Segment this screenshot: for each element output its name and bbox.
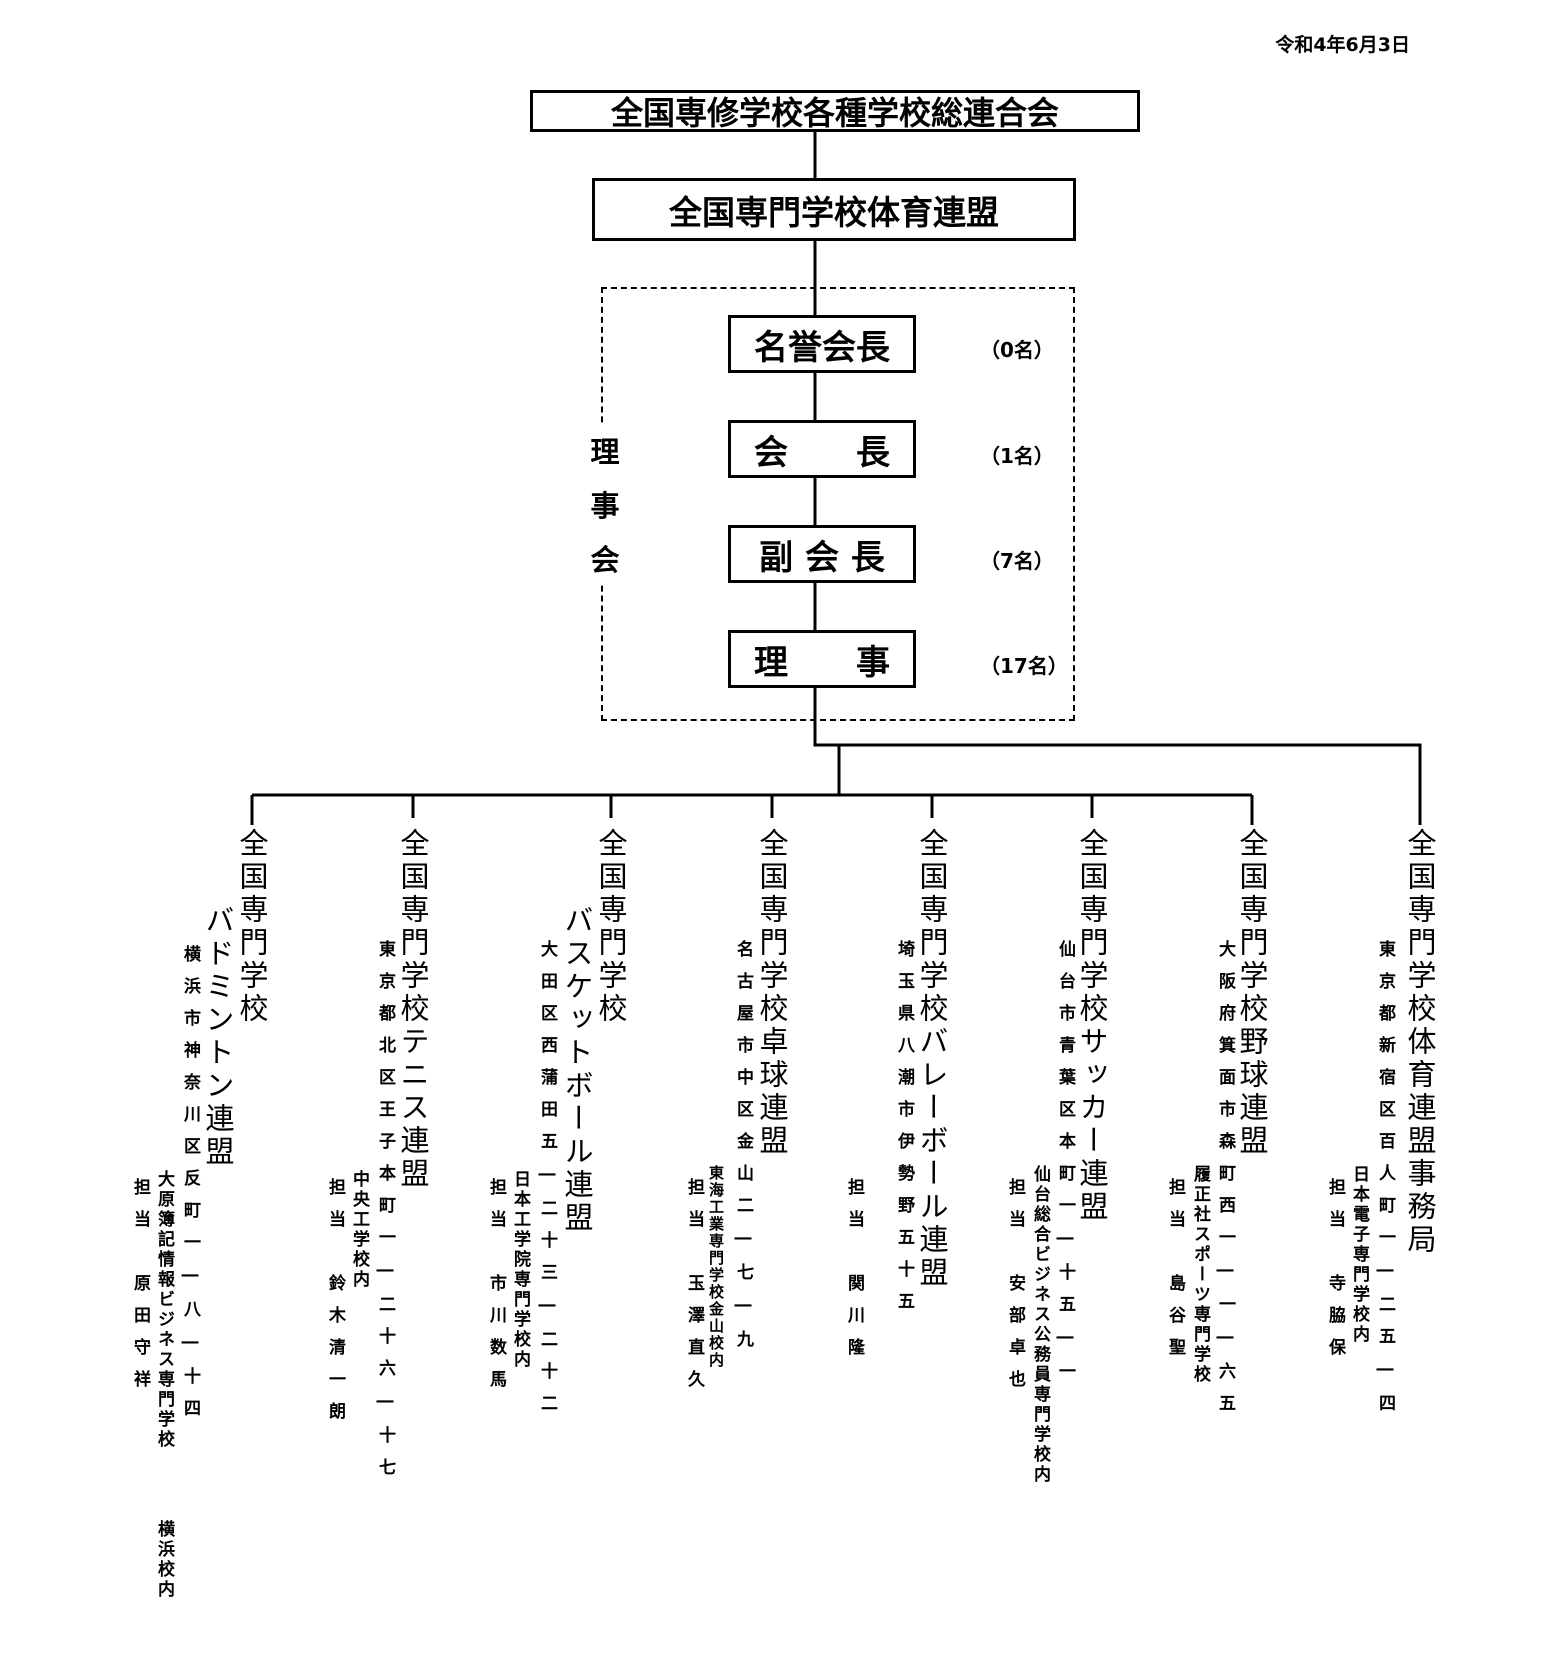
connector-to-office (813, 688, 1422, 825)
league-name: 全国専門学校バレーボール連盟 (915, 828, 949, 1290)
league-name: 全国専門学校 (594, 828, 628, 1026)
league-address: 仙台市青葉区本町一―十五―一 (1055, 940, 1075, 1394)
league-address: 名古屋市中区金山二―七―九 (733, 940, 753, 1362)
role-title: 副 会 長 (759, 537, 885, 578)
league-contact: 担当 市川数馬 (486, 1178, 506, 1402)
league-contact: 担当 島谷聖 (1165, 1178, 1185, 1370)
league-school: 仙台総合ビジネス公務員専門学校内 (1030, 1165, 1050, 1485)
league-name: 全国専門学校卓球連盟 (755, 828, 789, 1158)
league-name: 全国専門学校テニス連盟 (396, 828, 430, 1191)
league-address: 大田区西蒲田五―二十三―二十二 (537, 940, 557, 1426)
league-name: バスケットボール連盟 (560, 905, 594, 1235)
document-date: 令和4年6月3日 (1275, 34, 1410, 56)
league-address: 大阪府箕面市森町西一―一―六五 (1215, 940, 1235, 1426)
league-name: 全国専門学校サッカー連盟 (1075, 828, 1109, 1224)
top-org-box: 全国専修学校各種学校総連合会 (530, 90, 1140, 132)
league-contact: 担当 安部卓也 (1005, 1178, 1025, 1402)
league-school: 日本電子専門学校内 (1349, 1165, 1369, 1345)
league-address: 横浜市神奈川区反町一―八―十四 (180, 945, 200, 1431)
role-box-president: 会 長 (728, 420, 916, 478)
role-title: 理 事 (754, 642, 890, 683)
role-count: （17名） (980, 654, 1068, 678)
role-title: 会 長 (754, 432, 890, 473)
league-contact: 担当 関川隆 (844, 1178, 864, 1370)
league-school: 履正社スポーツ専門学校 (1190, 1165, 1210, 1385)
role-count: （1名） (980, 444, 1054, 468)
role-box-vice-president: 副 会 長 (728, 525, 916, 583)
top-org-name: 全国専修学校各種学校総連合会 (610, 94, 1059, 132)
league-school: 中央工学校内 (349, 1170, 369, 1290)
league-contact: 担当 玉澤直久 (684, 1178, 704, 1402)
federation-box: 全国専門学校体育連盟 (592, 178, 1076, 241)
league-contact: 担当 鈴木清一朗 (325, 1178, 345, 1434)
league-address: 東京都北区王子本町一―二十六―十七 (375, 940, 395, 1490)
league-contact: 担当 寺脇保 (1325, 1178, 1345, 1370)
league-name: 全国専門学校 (235, 828, 269, 1026)
role-count: （0名） (980, 338, 1054, 362)
league-school: 東海工業専門学校金山校内 (707, 1165, 725, 1369)
league-school: 大原簿記情報ビジネス専門学校 (154, 1170, 174, 1450)
council-label: 理事会 (580, 425, 630, 585)
league-name: 全国専門学校野球連盟 (1235, 828, 1269, 1158)
federation-name: 全国専門学校体育連盟 (669, 192, 999, 232)
role-box-honorary-president: 名誉会長 (728, 315, 916, 373)
league-school: 横浜校内 (154, 1520, 174, 1600)
league-contact: 担当 原田守祥 (130, 1178, 150, 1402)
league-name: 全国専門学校体育連盟事務局 (1403, 828, 1437, 1257)
league-address: 東京都新宿区百人町一―二五―四 (1375, 940, 1395, 1426)
league-school: 日本工学院専門学校内 (510, 1170, 530, 1370)
role-count: （7名） (980, 549, 1054, 573)
role-title: 名誉会長 (754, 327, 890, 368)
league-address: 埼玉県八潮市伊勢野五十五 (894, 940, 914, 1324)
role-box-director: 理 事 (728, 630, 916, 688)
league-name: バドミントン連盟 (201, 905, 235, 1169)
